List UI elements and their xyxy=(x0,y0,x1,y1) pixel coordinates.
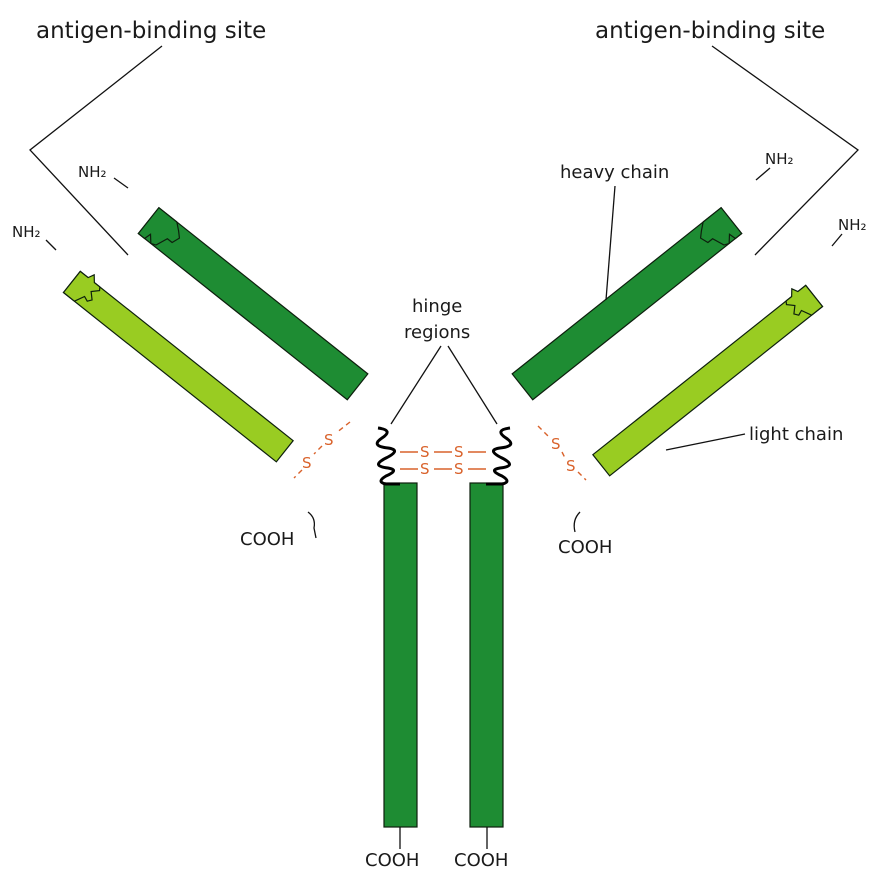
cooh-pointer-right-light xyxy=(574,512,580,532)
label-antigen-site-right: antigen-binding site xyxy=(595,18,825,44)
cooh-pointer-left-light xyxy=(308,512,316,538)
disulfide-bond-heavy-heavy-upper: S S xyxy=(400,443,486,461)
sulfur-label: S xyxy=(454,460,464,478)
sulfur-label: S xyxy=(420,443,430,461)
disulfide-bond-heavy-light-left: S S xyxy=(294,422,350,478)
disulfide-bond-heavy-light-right: S S xyxy=(538,426,586,480)
nh2-pointer-left-light xyxy=(46,240,56,250)
light-chain-pointer xyxy=(666,434,745,450)
label-light-chain: light chain xyxy=(749,424,843,445)
sulfur-label: S xyxy=(551,435,561,453)
label-cooh-right-light: COOH xyxy=(558,537,612,558)
sulfur-label: S xyxy=(302,454,312,472)
label-nh2-right-heavy: NH₂ xyxy=(765,150,794,168)
label-antigen-site-left: antigen-binding site xyxy=(36,18,266,44)
sulfur-label: S xyxy=(324,431,334,449)
hinge-pointer-left xyxy=(391,346,441,424)
label-cooh-left-heavy: COOH xyxy=(365,850,419,871)
sulfur-label: S xyxy=(454,443,464,461)
antigen-site-bracket-left xyxy=(30,46,162,255)
label-nh2-right-light: NH₂ xyxy=(838,216,867,234)
sulfur-label: S xyxy=(420,460,430,478)
sulfur-label: S xyxy=(566,457,576,475)
heavy-chain-right-stem xyxy=(470,483,503,827)
hinge-pointer-right xyxy=(448,346,497,424)
heavy-chain-pointer xyxy=(606,186,615,300)
label-hinge-line2: regions xyxy=(404,322,470,343)
hinge-coil-left xyxy=(377,428,400,484)
nh2-pointer-right-light xyxy=(832,234,842,246)
nh2-pointer-left-heavy xyxy=(114,178,128,188)
heavy-chain-left-stem xyxy=(384,483,417,827)
label-nh2-left-light: NH₂ xyxy=(12,223,41,241)
disulfide-bond-heavy-heavy-lower: S S xyxy=(400,460,486,478)
label-cooh-left-light: COOH xyxy=(240,529,294,550)
label-nh2-left-heavy: NH₂ xyxy=(78,163,107,181)
hinge-coil-right xyxy=(486,428,511,484)
label-heavy-chain: heavy chain xyxy=(560,162,669,183)
label-cooh-right-heavy: COOH xyxy=(454,850,508,871)
nh2-pointer-right-heavy xyxy=(756,168,770,180)
label-hinge-line1: hinge xyxy=(412,296,462,317)
